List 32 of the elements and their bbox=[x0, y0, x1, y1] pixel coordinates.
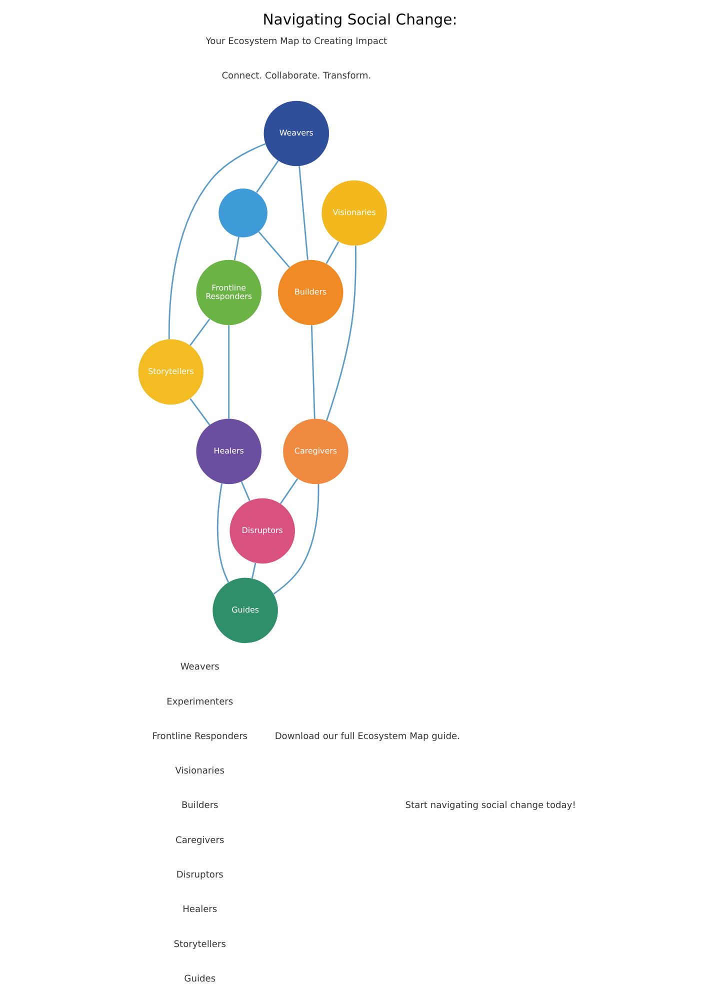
label: Start navigating social change today! bbox=[404, 801, 576, 812]
label: Guides bbox=[184, 974, 216, 984]
label: Caregivers bbox=[175, 836, 224, 846]
label: Weavers bbox=[180, 662, 219, 673]
label: Visionaries bbox=[174, 766, 224, 777]
label: Builders bbox=[180, 801, 218, 812]
label: Healers bbox=[182, 905, 217, 916]
label: Frontline Responders bbox=[152, 732, 248, 742]
connector bbox=[189, 398, 210, 426]
connector bbox=[233, 236, 239, 260]
connector bbox=[325, 246, 356, 421]
diagram-title: Navigating Social Change: bbox=[262, 12, 457, 29]
connector bbox=[250, 562, 256, 579]
label: Your Ecosystem Map to Creating Impact bbox=[205, 36, 387, 47]
connector bbox=[325, 241, 339, 264]
connector bbox=[228, 325, 230, 419]
connector bbox=[272, 484, 319, 595]
label: Experimenters bbox=[166, 697, 233, 708]
node-circle bbox=[218, 188, 267, 238]
label: Download our full Ecosystem Map guide. bbox=[274, 732, 460, 742]
connector bbox=[258, 231, 290, 268]
connector bbox=[189, 318, 210, 346]
connector bbox=[216, 483, 229, 583]
connector bbox=[256, 160, 278, 193]
connector bbox=[298, 166, 308, 260]
label: Storytellers bbox=[173, 940, 226, 950]
connector bbox=[168, 143, 266, 340]
label: Disruptors bbox=[176, 870, 223, 880]
label: Connect. Collaborate. Transform. bbox=[221, 72, 371, 82]
connector bbox=[310, 325, 315, 419]
connector bbox=[240, 481, 250, 501]
connector bbox=[279, 478, 298, 504]
